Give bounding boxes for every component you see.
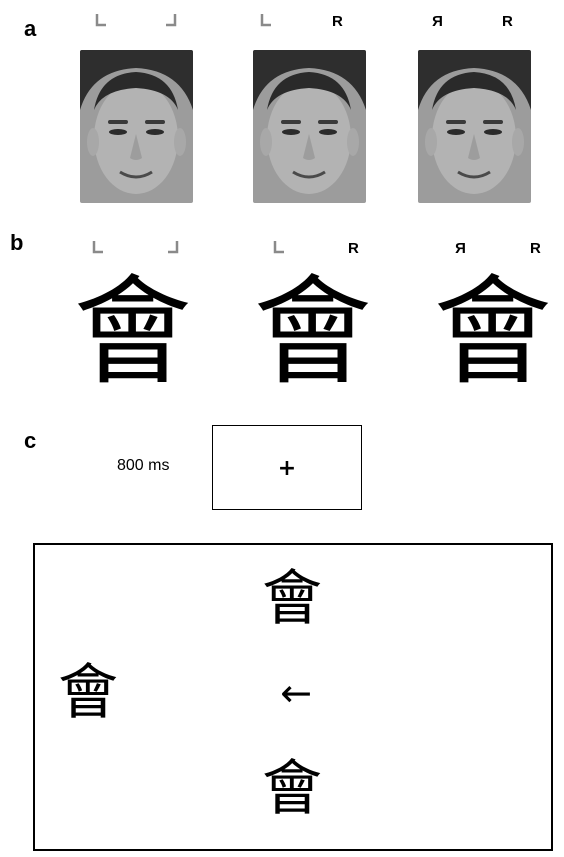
corner-mark-left (260, 13, 272, 31)
chinese-character-stimulus: 會 (433, 263, 552, 401)
corner-l-icon (273, 241, 284, 254)
corner-mark-left (95, 13, 107, 31)
face-photo (253, 50, 366, 203)
corner-mark-left (92, 240, 104, 259)
panel-label-b: b (10, 230, 24, 255)
corner-j-icon (166, 14, 177, 27)
chinese-character-stimulus: 會 (73, 263, 192, 401)
label-r: R (332, 13, 343, 30)
corner-mark-right (167, 240, 179, 259)
panel-label-c: c (24, 428, 37, 453)
face-icon (253, 50, 366, 203)
left-arrow-cue: ← (280, 671, 312, 715)
face-icon (80, 50, 193, 203)
chinese-character-stimulus: 會 (253, 263, 372, 401)
character-left: 會 (58, 658, 118, 728)
label-r: R (502, 13, 513, 30)
face-photo (80, 50, 193, 203)
corner-mark-left (273, 240, 285, 259)
corner-l-icon (95, 14, 106, 27)
corner-l-icon (92, 241, 103, 254)
fixation-duration: 800 ms (117, 457, 170, 474)
trial-display-screen: 會 會 會 ← (33, 543, 553, 851)
label-r: R (530, 240, 541, 257)
face-photo (418, 50, 531, 203)
label-r: R (348, 240, 359, 257)
label-r-mirrored: R (432, 13, 443, 30)
corner-l-icon (260, 14, 271, 27)
label-r-mirrored: R (455, 240, 466, 257)
face-icon (418, 50, 531, 203)
fixation-screen: + (212, 425, 362, 510)
corner-mark-right (165, 13, 177, 31)
fixation-cross: + (277, 456, 297, 481)
character-bottom: 會 (262, 754, 322, 824)
corner-j-icon (168, 241, 179, 254)
panel-label-a: a (24, 16, 37, 41)
character-top: 會 (262, 564, 322, 634)
